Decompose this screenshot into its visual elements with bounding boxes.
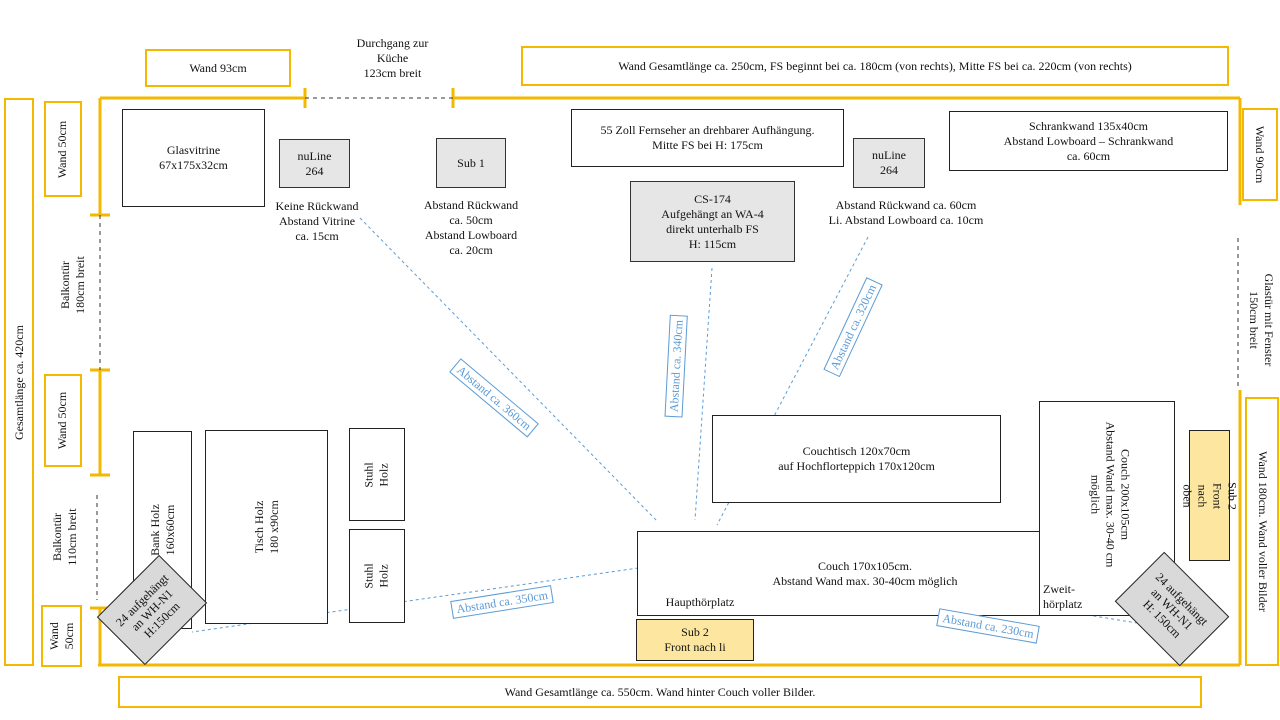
couch-side-label: Couch 200x105cm Abstand Wand max. 30-40 … [1088,421,1133,568]
chair-1: Stuhl Holz [349,428,405,521]
left-total-length-label: Gesamtlänge ca. 420cm [11,324,26,440]
subwoofer-2-right: Sub 2 Front nach oben [1181,430,1240,561]
tv-55-inch: 55 Zoll Fernseher an drehbarer Aufhängun… [571,109,844,167]
couch-main-label: Couch 170x105cm. Abstand Wand max. 30-40… [772,559,958,588]
subwoofer-1: Sub 1 [436,138,506,188]
bench-label: Bank Holz 160x60cm [147,504,177,556]
wall-50-bottom-label: Wand 50cm [46,622,76,650]
left-total-length-box: Gesamtlänge ca. 420cm [4,98,34,666]
glass-cabinet: Glasvitrine 67x175x32cm [122,109,265,207]
wall-90-right-box: Wand 90cm [1242,108,1278,201]
wall-93-label: Wand 93cm [145,49,291,87]
subwoofer-2-bottom: Sub 2 Front nach li [636,619,754,661]
nuline-right-note: Abstand Rückwand ca. 60cm Li. Abstand Lo… [828,198,984,227]
nuline-right-speaker: nuLine 264 [853,138,925,188]
nuline-left-note: Keine Rückwand Abstand Vitrine ca. 15cm [275,199,359,243]
wall-180-right-label: Wand 180cm. Wand voller Bilder [1255,451,1270,612]
wall-50-mid-label: Wand 50cm [55,391,70,450]
wall-90-right-label: Wand 90cm [1253,125,1268,184]
chair-2-label: Stuhl Holz [362,563,391,589]
wooden-table: Tisch Holz 180 x90cm [205,430,328,624]
coffee-table: Couchtisch 120x70cm auf Hochflorteppich … [712,415,1001,503]
wall-180-right-box: Wand 180cm. Wand voller Bilder [1245,397,1279,666]
doorway-kitchen-label: Durchgang zur Küche 123cm breit [356,36,429,80]
couch-main [637,531,1041,616]
wall-50-top-label: Wand 50cm [55,120,70,178]
wall-top-right-label: Wand Gesamtlänge ca. 250cm, FS beginnt b… [521,46,1229,86]
center-speaker-cs174: CS-174 Aufgehängt an WA-4 direkt unterha… [630,181,795,262]
balcony-door-180-label: Balkontür 180cm breit [58,256,87,314]
subwoofer-1-note: Abstand Rückwand ca. 50cm Abstand Lowboa… [423,198,519,257]
table-label: Tisch Holz 180 x90cm [251,500,281,554]
wall-unit: Schrankwand 135x40cm Abstand Lowboard – … [949,111,1228,171]
balcony-door-110-label: Balkontür 110cm breit [50,508,79,566]
nuline-left-speaker: nuLine 264 [279,139,350,188]
wall-50-mid-box: Wand 50cm [44,374,82,467]
openings [96,97,1239,600]
wall-50-bottom-box: Wand 50cm [41,605,82,667]
glass-door-label: Glastür mit Fenster 150cm breit [1247,273,1276,367]
wall-50-top-box: Wand 50cm [44,101,82,197]
subwoofer-2-right-label: Sub 2 Front nach oben [1180,481,1240,510]
main-listening-label: Haupthörplatz [665,595,735,609]
second-listening-label: Zweit- hörplatz [1043,582,1083,611]
chair-2: Stuhl Holz [349,529,405,623]
chair-1-label: Stuhl Holz [362,461,391,488]
wall-bottom-label: Wand Gesamtlänge ca. 550cm. Wand hinter … [118,676,1202,708]
